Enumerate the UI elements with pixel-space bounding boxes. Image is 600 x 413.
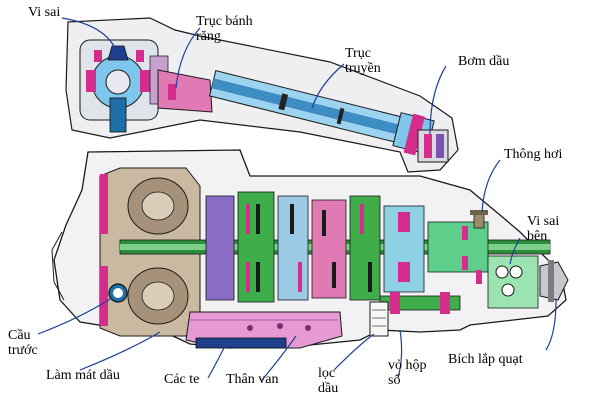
leader-than-van: [261, 335, 297, 381]
label-vi-sai-ben-line1: Vi sai: [527, 214, 560, 229]
label-than-van: Thân van: [226, 372, 279, 387]
oil-pump: [417, 129, 449, 163]
leader-bom-dau: [429, 65, 447, 135]
leader-cac-te: [207, 343, 227, 379]
output-flange: [539, 260, 569, 302]
label-loc-dau: lọc dầu: [318, 366, 338, 396]
label-vo-hop-so-line2: số: [388, 373, 401, 388]
label-cau-truoc: Cầu trước: [8, 328, 38, 358]
leader-thong-hoi: [481, 159, 501, 213]
oil-filter: [369, 301, 389, 337]
leader-loc-dau: [333, 333, 375, 371]
leader-vi-sai: [61, 17, 119, 57]
label-truc-banh-rang-line2: răng: [196, 29, 221, 44]
label-truc-banh-rang: Trục bánh răng: [196, 14, 253, 44]
label-bich-lap-quat: Bích lắp quạt: [448, 352, 523, 367]
label-cau-truoc-line1: Cầu: [8, 328, 31, 343]
label-truc-truyen-line1: Trục: [345, 46, 371, 61]
leader-bich-lap-quat: [545, 299, 557, 351]
label-cac-te: Các te: [164, 372, 200, 387]
front-diff-unit: [65, 17, 459, 173]
label-thong-hoi: Thông hơi: [504, 147, 563, 162]
label-truc-banh-rang-line1: Trục bánh: [196, 14, 253, 29]
label-vi-sai: Vi sai: [28, 5, 61, 20]
label-truc-truyen-line2: truyền: [345, 61, 381, 76]
label-vi-sai-ben: Vi sai bên: [527, 214, 559, 244]
leader-lam-mat-dau: [79, 331, 161, 371]
leader-cau-truoc: [37, 297, 113, 335]
transfer-shaft: [208, 70, 435, 156]
label-loc-dau-line2: dầu: [318, 381, 339, 396]
leader-truc-truyen: [311, 63, 345, 109]
center-differential: [427, 221, 539, 309]
pinion-gear-shaft: [157, 69, 213, 113]
label-vo-hop-so-line1: vỏ hộp: [388, 358, 427, 373]
leader-lines: [37, 17, 557, 381]
breather: [470, 210, 488, 229]
label-loc-dau-line1: lọc: [318, 366, 336, 381]
label-truc-truyen: Trục truyền: [345, 46, 381, 76]
leader-vo-hop-so: [397, 329, 403, 379]
leader-vi-sai-ben: [509, 237, 521, 265]
main-transmission: [51, 149, 569, 349]
valve-body-oil-pan: [185, 311, 343, 349]
clutch-packs: [205, 191, 425, 303]
label-cau-truoc-line2: trước: [8, 343, 38, 358]
label-bom-dau: Bơm dầu: [458, 54, 510, 69]
label-vi-sai-ben-line2: bên: [527, 229, 548, 244]
front-differential: [79, 39, 169, 133]
label-vo-hop-so: vỏ hộp số: [388, 358, 427, 388]
label-lam-mat-dau: Làm mát dầu: [46, 368, 120, 383]
leader-truc-banh-rang: [175, 27, 201, 89]
